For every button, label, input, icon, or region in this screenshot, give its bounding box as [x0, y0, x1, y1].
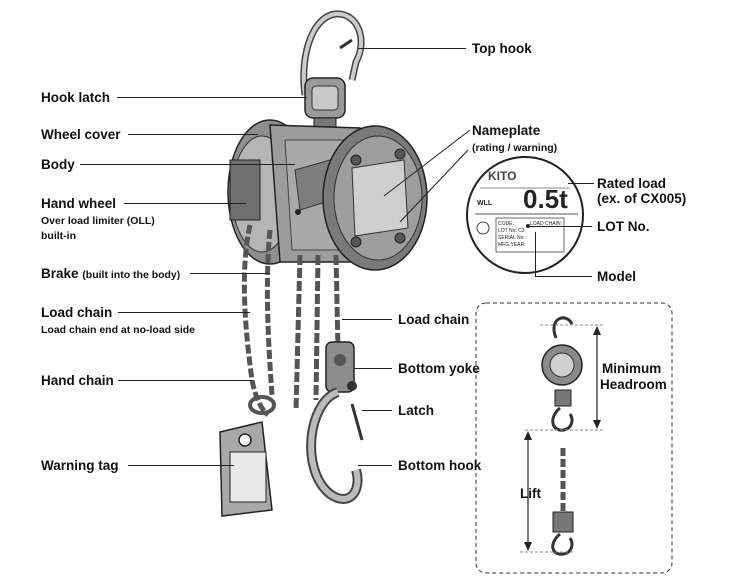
top-hook-leader	[358, 48, 466, 49]
side-cover-icon	[322, 125, 428, 271]
hand-chain-leader	[118, 380, 253, 381]
headroom-diagram	[475, 302, 673, 574]
warning-tag-leader	[128, 465, 234, 466]
bottom-hook-leader	[358, 465, 392, 466]
nameplate-closeup: KITO 0.5t WLL CODE: LOAD CHAIN: LOT No: …	[466, 156, 584, 274]
warning-tag-icon	[219, 395, 276, 517]
body-label: Body	[41, 157, 75, 172]
lift-label: Lift	[520, 486, 541, 501]
hand-chain-label: Hand chain	[41, 373, 114, 388]
hand-wheel-leader	[124, 203, 246, 204]
nameplate-brand: KITO	[488, 169, 516, 183]
hand-chain-icon	[241, 224, 275, 417]
bottom-hook-icon	[306, 387, 364, 504]
wheel-cover-label: Wheel cover	[41, 127, 121, 142]
nameplate-field-load-chain: LOAD CHAIN:	[530, 221, 562, 227]
load-chain-right-label: Load chain	[398, 312, 470, 327]
nameplate-sub: (rating / warning)	[472, 142, 558, 154]
rated-load-leader	[568, 183, 594, 184]
load-chain-left-sub: Load chain end at no-load side	[41, 324, 196, 336]
brake-label-main: Brake	[41, 266, 79, 281]
rated-load-sub: (ex. of CX005)	[597, 191, 687, 206]
brake-leader	[190, 273, 270, 274]
nameplate-field-code: CODE:	[498, 221, 514, 227]
nameplate-field-lot: LOT No: C3	[498, 228, 525, 234]
bottom-yoke-icon	[325, 341, 357, 393]
hook-latch-icon	[304, 77, 346, 135]
wheel-cover-leader	[128, 134, 258, 135]
bottom-yoke-label: Bottom yoke	[398, 361, 480, 376]
nameplate-connector	[383, 129, 471, 197]
top-hook-icon	[300, 10, 365, 96]
model-label: Model	[597, 269, 636, 284]
model-leader-vertical	[535, 232, 536, 276]
hook-latch-leader	[117, 97, 307, 98]
nameplate-field-mfg: MFG.YEAR:	[498, 242, 526, 248]
body-leader	[80, 164, 295, 165]
hand-wheel-sub1: Over load limiter (OLL)	[41, 215, 155, 227]
load-chain-left-label: Load chain	[41, 305, 113, 320]
top-hook-label: Top hook	[472, 41, 532, 56]
nameplate-field-serial: SERIAL No.:	[498, 235, 526, 241]
hand-wheel-sub2: built-in	[41, 230, 76, 242]
hand-wheel-label: Hand wheel	[41, 196, 117, 211]
lot-no-leader	[530, 226, 592, 227]
latch-leader	[362, 410, 392, 411]
load-chain-icon	[293, 254, 341, 411]
load-chain-left-leader	[118, 312, 250, 313]
lot-no-label: LOT No.	[597, 219, 650, 234]
model-leader	[535, 276, 592, 277]
brake-label: Brake (built into the body)	[41, 266, 180, 283]
rated-load-label: Rated load	[597, 176, 667, 191]
bottom-hook-label: Bottom hook	[398, 458, 482, 473]
hook-latch-label: Hook latch	[41, 90, 111, 105]
nameplate-wll: WLL	[477, 200, 493, 207]
warning-tag-label: Warning tag	[41, 458, 119, 473]
brake-label-sub: (built into the body)	[82, 269, 181, 281]
nameplate-rating: 0.5t	[523, 184, 568, 214]
lot-no-dot	[526, 224, 530, 228]
bottom-yoke-leader	[354, 368, 392, 369]
latch-label: Latch	[398, 403, 435, 418]
nameplate-label: Nameplate	[472, 123, 541, 138]
minimum-headroom-label-1: Minimum	[602, 361, 662, 376]
load-chain-right-leader	[342, 319, 392, 320]
minimum-headroom-label-2: Headroom	[600, 377, 667, 392]
